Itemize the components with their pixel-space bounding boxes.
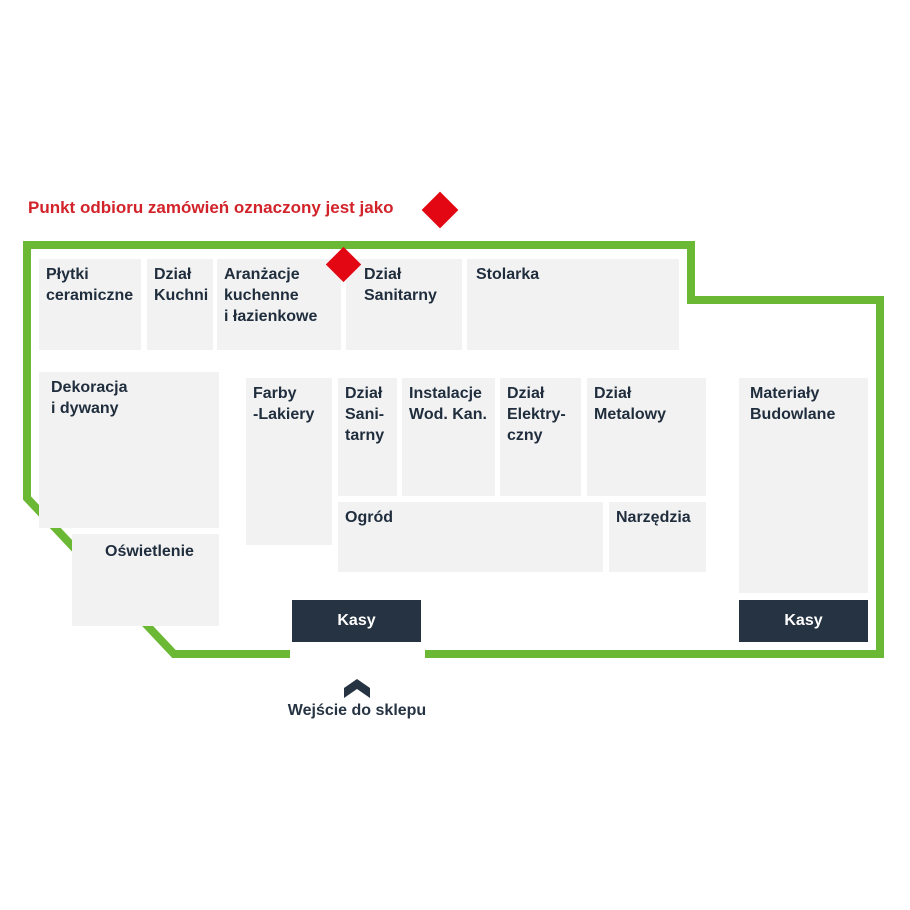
dept-sanitarny-2[interactable]: Dział Sani- tarny — [338, 378, 397, 496]
checkout-left[interactable]: Kasy — [292, 600, 421, 642]
entrance-arrow-shape — [344, 679, 370, 698]
dept-materialy-budowlane[interactable]: Materiały Budowlane — [739, 378, 868, 593]
dept-aranzacje[interactable]: Aranżacje kuchenne i łazienkowe — [217, 259, 341, 350]
entrance-up-chevron-icon — [344, 679, 370, 698]
dept-stolarka[interactable]: Stolarka — [467, 259, 679, 350]
dept-ogrod[interactable]: Ogród — [338, 502, 603, 572]
dept-plytki-ceramiczne[interactable]: Płytki ceramiczne — [39, 259, 141, 350]
dept-oswietlenie[interactable]: Oświetlenie — [72, 534, 219, 626]
dept-dekoracja[interactable]: Dekoracja i dywany — [39, 372, 219, 528]
dept-kuchnie[interactable]: Dział Kuchni — [147, 259, 213, 350]
pickup-legend-text: Punkt odbioru zamówień oznaczony jest ja… — [28, 198, 394, 217]
dept-narzedzia[interactable]: Narzędzia — [609, 502, 706, 572]
entrance-label: Wejście do sklepu — [287, 702, 427, 719]
dept-instalacje[interactable]: Instalacje Wod. Kan. — [402, 378, 495, 496]
dept-metalowy[interactable]: Dział Metalowy — [587, 378, 706, 496]
dept-elektryczny[interactable]: Dział Elektry- czny — [500, 378, 581, 496]
dept-sanitarny[interactable]: Dział Sanitarny — [346, 259, 462, 350]
dept-farby[interactable]: Farby -Lakiery — [246, 378, 332, 545]
checkout-right[interactable]: Kasy — [739, 600, 868, 642]
